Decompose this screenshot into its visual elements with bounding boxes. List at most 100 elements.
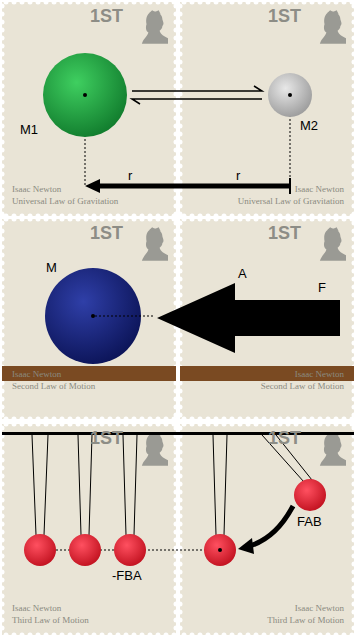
perforation — [0, 4, 5, 9]
perforation — [352, 100, 356, 105]
perforation — [20, 633, 25, 637]
perforation — [108, 217, 113, 222]
perforation — [198, 633, 203, 637]
perforation — [178, 522, 183, 527]
perforation — [124, 217, 129, 222]
perforation — [254, 217, 259, 222]
perforation — [352, 196, 356, 201]
perforation — [68, 217, 73, 222]
perforation — [302, 0, 307, 5]
perforation — [246, 417, 251, 422]
perforation — [164, 0, 169, 5]
perforation — [270, 633, 275, 637]
perforation — [44, 422, 49, 427]
perforation — [178, 76, 183, 81]
stamp-value: 1ST — [268, 428, 301, 449]
perforation — [0, 285, 5, 290]
perforation — [352, 530, 356, 535]
perforation — [178, 204, 183, 209]
perforation — [178, 405, 183, 410]
perforation — [156, 0, 161, 5]
perforation — [326, 217, 331, 222]
perforation — [0, 204, 5, 209]
perforation — [84, 217, 89, 222]
perforation — [178, 253, 183, 258]
perforation — [198, 217, 203, 222]
perforation — [124, 633, 129, 637]
perforation — [206, 633, 211, 637]
perforation — [270, 417, 275, 422]
perforation — [148, 0, 153, 5]
perforation — [0, 180, 5, 185]
perforation — [140, 422, 145, 427]
perforation — [0, 578, 5, 583]
perforation — [116, 633, 121, 637]
perforation — [0, 196, 5, 201]
stamp-value: 1ST — [90, 428, 123, 449]
perforation — [0, 498, 5, 503]
perforation — [84, 633, 89, 637]
perforation — [36, 422, 41, 427]
perforation — [352, 538, 356, 543]
perforation — [198, 422, 203, 427]
perforation — [0, 357, 5, 362]
perforation — [270, 217, 275, 222]
perforation — [178, 626, 183, 631]
perforation — [178, 164, 183, 169]
perforation — [326, 0, 331, 5]
stamp-caption: Isaac Newton — [12, 369, 61, 379]
perforation — [52, 633, 57, 637]
perforation — [4, 0, 9, 5]
perforation — [352, 506, 356, 511]
perforation — [352, 293, 356, 298]
perforation — [352, 594, 356, 599]
perforation — [352, 482, 356, 487]
perforation — [178, 84, 183, 89]
perforation — [116, 0, 121, 5]
perforation — [310, 422, 315, 427]
perforation — [352, 245, 356, 250]
perforation — [148, 217, 153, 222]
perforation — [214, 633, 219, 637]
perforation — [352, 172, 356, 177]
perforation — [92, 0, 97, 5]
perforation — [0, 325, 5, 330]
physics-label: A — [238, 266, 247, 281]
perforation — [0, 44, 5, 49]
perforation — [352, 52, 356, 57]
perforation — [310, 0, 315, 5]
perforation — [12, 417, 17, 422]
perforation — [92, 633, 97, 637]
perforation — [52, 422, 57, 427]
perforation — [352, 618, 356, 623]
perforation — [0, 76, 5, 81]
perforation — [262, 633, 267, 637]
perforation — [342, 217, 347, 222]
perforation — [0, 116, 5, 121]
perforation — [132, 633, 137, 637]
perforation — [206, 422, 211, 427]
perforation — [178, 28, 183, 33]
perforation — [230, 217, 235, 222]
perforation — [164, 217, 169, 222]
perforation — [214, 417, 219, 422]
perforation — [352, 204, 356, 209]
perforation — [254, 633, 259, 637]
perforation — [0, 253, 5, 258]
perforation — [352, 546, 356, 551]
perforation — [352, 261, 356, 266]
perforation — [20, 422, 25, 427]
perforation — [132, 217, 137, 222]
perforation — [352, 4, 356, 9]
stamp-caption: Third Law of Motion — [12, 615, 89, 625]
perforation — [156, 633, 161, 637]
perforation — [352, 229, 356, 234]
physics-label: M — [46, 260, 57, 275]
perforation — [12, 0, 17, 5]
perforation — [132, 417, 137, 422]
perforation — [20, 417, 25, 422]
perforation — [310, 417, 315, 422]
perforation — [246, 633, 251, 637]
perforation — [148, 417, 153, 422]
perforation — [100, 417, 105, 422]
